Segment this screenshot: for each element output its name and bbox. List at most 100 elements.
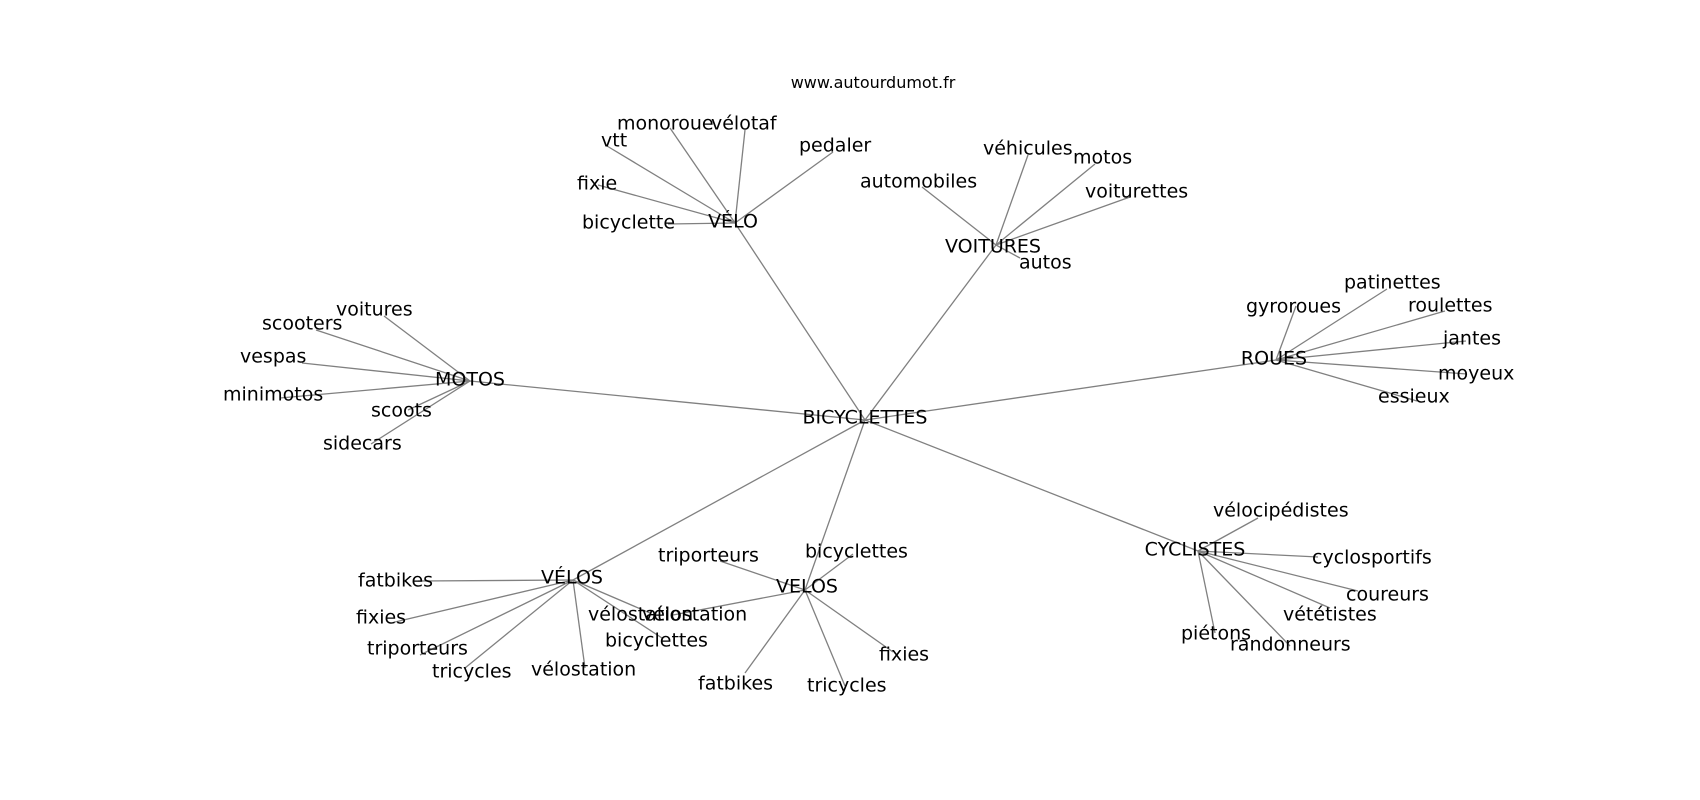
edge-velos-accent-velostation bbox=[572, 579, 651, 614]
leaf-label-velos-fixies: fixies bbox=[879, 644, 929, 666]
leaf-label-motos-sidecars: sidecars bbox=[323, 433, 402, 455]
edge-roues-essieux bbox=[1275, 359, 1418, 402]
edge-velos-accent-fatbikes bbox=[417, 579, 574, 582]
leaf-label-velos-velostation: vélostation bbox=[642, 604, 747, 626]
edge-velos-accent-triporteurs bbox=[419, 579, 574, 656]
leaf-label-velos-accent-triporteurs: triporteurs bbox=[367, 638, 468, 660]
edge-velos-accent-velostation bbox=[572, 579, 586, 669]
edge-cyclistes-pietons bbox=[1197, 550, 1216, 634]
leaf-label-cyclistes-vetetistes: vététistes bbox=[1283, 604, 1377, 626]
edge-velos-triporteurs bbox=[719, 560, 806, 591]
leaf-label-velos-bicyclettes: bicyclettes bbox=[805, 541, 908, 563]
edge-motos-voitures bbox=[383, 315, 471, 382]
leaf-label-velo-fixie: fixie bbox=[577, 173, 617, 195]
edge-roues-roulettes bbox=[1275, 310, 1446, 361]
leaf-label-velos-accent-velostation: vélostation bbox=[588, 604, 693, 626]
leaf-label-voitures-motos: motos bbox=[1073, 147, 1132, 169]
edge-cyclistes-vetetistes bbox=[1197, 550, 1331, 609]
leaf-label-cyclistes-velocipedistes: vélocipédistes bbox=[1213, 500, 1349, 522]
leaf-label-velos-tricycles: tricycles bbox=[807, 675, 887, 697]
leaf-label-voitures-vehicules: véhicules bbox=[983, 138, 1073, 160]
hub-label-velo: VÉLO bbox=[708, 210, 758, 233]
edge-root-velos-accent bbox=[572, 419, 866, 581]
edge-voitures-vehicules bbox=[995, 154, 1029, 246]
leaf-label-cyclistes-randonneurs: randonneurs bbox=[1230, 634, 1351, 656]
edge-velos-fixies bbox=[804, 589, 894, 653]
leaf-label-motos-minimotos: minimotos bbox=[223, 384, 323, 406]
leaf-label-velos-accent-bicyclettes: bicyclettes bbox=[605, 630, 708, 652]
hub-label-voitures: VOITURES bbox=[945, 236, 1041, 258]
edges-layer bbox=[279, 127, 1468, 687]
leaf-label-cyclistes-coureurs: coureurs bbox=[1346, 584, 1429, 606]
edge-voitures-automobiles bbox=[921, 186, 997, 246]
leaf-label-velo-monoroue: monoroue bbox=[617, 113, 714, 135]
leaf-label-roues-moyeux: moyeux bbox=[1438, 363, 1514, 385]
edge-root-voitures bbox=[864, 244, 997, 421]
leaf-label-roues-roulettes: roulettes bbox=[1408, 295, 1493, 317]
edge-root-velos bbox=[804, 419, 866, 591]
leaf-label-velos-accent-velostation: vélostation bbox=[531, 659, 636, 681]
leaf-label-roues-essieux: essieux bbox=[1378, 386, 1450, 408]
edge-velo-vtt bbox=[606, 145, 736, 224]
edge-velo-pedaler bbox=[734, 151, 834, 224]
leaf-label-velo-bicyclette: bicyclette bbox=[582, 212, 675, 234]
edge-motos-scooters bbox=[315, 329, 471, 382]
edge-velo-monoroue bbox=[669, 127, 736, 224]
edge-motos-vespas bbox=[301, 362, 471, 382]
edge-velos-velostation bbox=[672, 589, 806, 616]
leaf-label-motos-scooters: scooters bbox=[262, 313, 342, 335]
leaf-label-cyclistes-cyclosportifs: cyclosportifs bbox=[1312, 547, 1432, 569]
leaf-label-voitures-autos: autos bbox=[1019, 252, 1072, 274]
hub-label-motos: MOTOS bbox=[435, 369, 505, 391]
leaf-label-roues-jantes: jantes bbox=[1442, 328, 1501, 350]
edge-voitures-autos bbox=[995, 244, 1021, 259]
leaf-label-roues-patinettes: patinettes bbox=[1344, 272, 1441, 294]
edge-cyclistes-coureurs bbox=[1197, 550, 1359, 592]
leaf-label-roues-gyroroues: gyroroues bbox=[1246, 296, 1341, 318]
edge-cyclistes-velocipedistes bbox=[1197, 517, 1259, 552]
edge-motos-minimotos bbox=[279, 380, 471, 399]
edge-roues-patinettes bbox=[1275, 288, 1388, 361]
hub-label-velos-accent: VÉLOS bbox=[541, 566, 603, 589]
leaf-label-motos-voitures: voitures bbox=[336, 299, 413, 321]
leaf-label-velo-pedaler: pedaler bbox=[799, 135, 871, 157]
edge-roues-gyroroues bbox=[1275, 305, 1297, 361]
leaf-label-voitures-automobiles: automobiles bbox=[860, 171, 977, 193]
edge-velos-tricycles bbox=[804, 589, 846, 687]
edge-velos-bicyclettes bbox=[804, 553, 854, 591]
edge-cyclistes-randonneurs bbox=[1197, 550, 1291, 647]
labels-layer: BICYCLETTESVÉLOvttmonorouevélotafpedaler… bbox=[223, 113, 1514, 697]
leaf-label-velo-vtt: vtt bbox=[601, 130, 627, 152]
edge-cyclistes-cyclosportifs bbox=[1197, 550, 1319, 558]
leaf-label-motos-vespas: vespas bbox=[240, 346, 306, 368]
leaf-label-voitures-voiturettes: voiturettes bbox=[1085, 181, 1188, 203]
source-label: www.autourdumot.fr bbox=[791, 73, 956, 92]
edge-root-velo bbox=[734, 222, 866, 421]
edge-roues-jantes bbox=[1275, 340, 1467, 361]
edge-velos-accent-tricycles bbox=[464, 579, 574, 669]
leaf-label-velo-velotaf: vélotaf bbox=[711, 113, 778, 135]
edge-velos-accent-bicyclettes bbox=[572, 579, 663, 639]
leaf-label-velos-accent-tricycles: tricycles bbox=[432, 661, 512, 683]
leaf-label-velos-triporteurs: triporteurs bbox=[658, 545, 759, 567]
leaf-label-velos-accent-fatbikes: fatbikes bbox=[358, 570, 433, 592]
leaf-label-velos-fatbikes: fatbikes bbox=[698, 673, 773, 695]
hub-label-roues: ROUES bbox=[1241, 348, 1307, 370]
edge-velos-accent-fixies bbox=[394, 579, 574, 623]
edge-motos-sidecars bbox=[370, 380, 471, 445]
leaf-label-motos-scoots: scoots bbox=[371, 400, 432, 422]
edge-velo-bicyclette bbox=[667, 222, 736, 225]
hub-label-cyclistes: CYCLISTES bbox=[1145, 539, 1246, 561]
edge-velo-fixie bbox=[597, 184, 736, 224]
edge-motos-scoots bbox=[407, 380, 471, 411]
edge-roues-moyeux bbox=[1275, 359, 1468, 375]
edge-voitures-voiturettes bbox=[995, 196, 1131, 246]
edge-velos-fatbikes bbox=[744, 589, 806, 674]
edge-root-cyclistes bbox=[864, 419, 1199, 552]
hub-label-velos: VELOS bbox=[776, 576, 838, 598]
edge-root-motos bbox=[469, 380, 866, 421]
leaf-label-cyclistes-pietons: piétons bbox=[1181, 623, 1251, 645]
leaf-label-velos-accent-fixies: fixies bbox=[356, 607, 406, 629]
edge-root-roues bbox=[864, 359, 1277, 421]
